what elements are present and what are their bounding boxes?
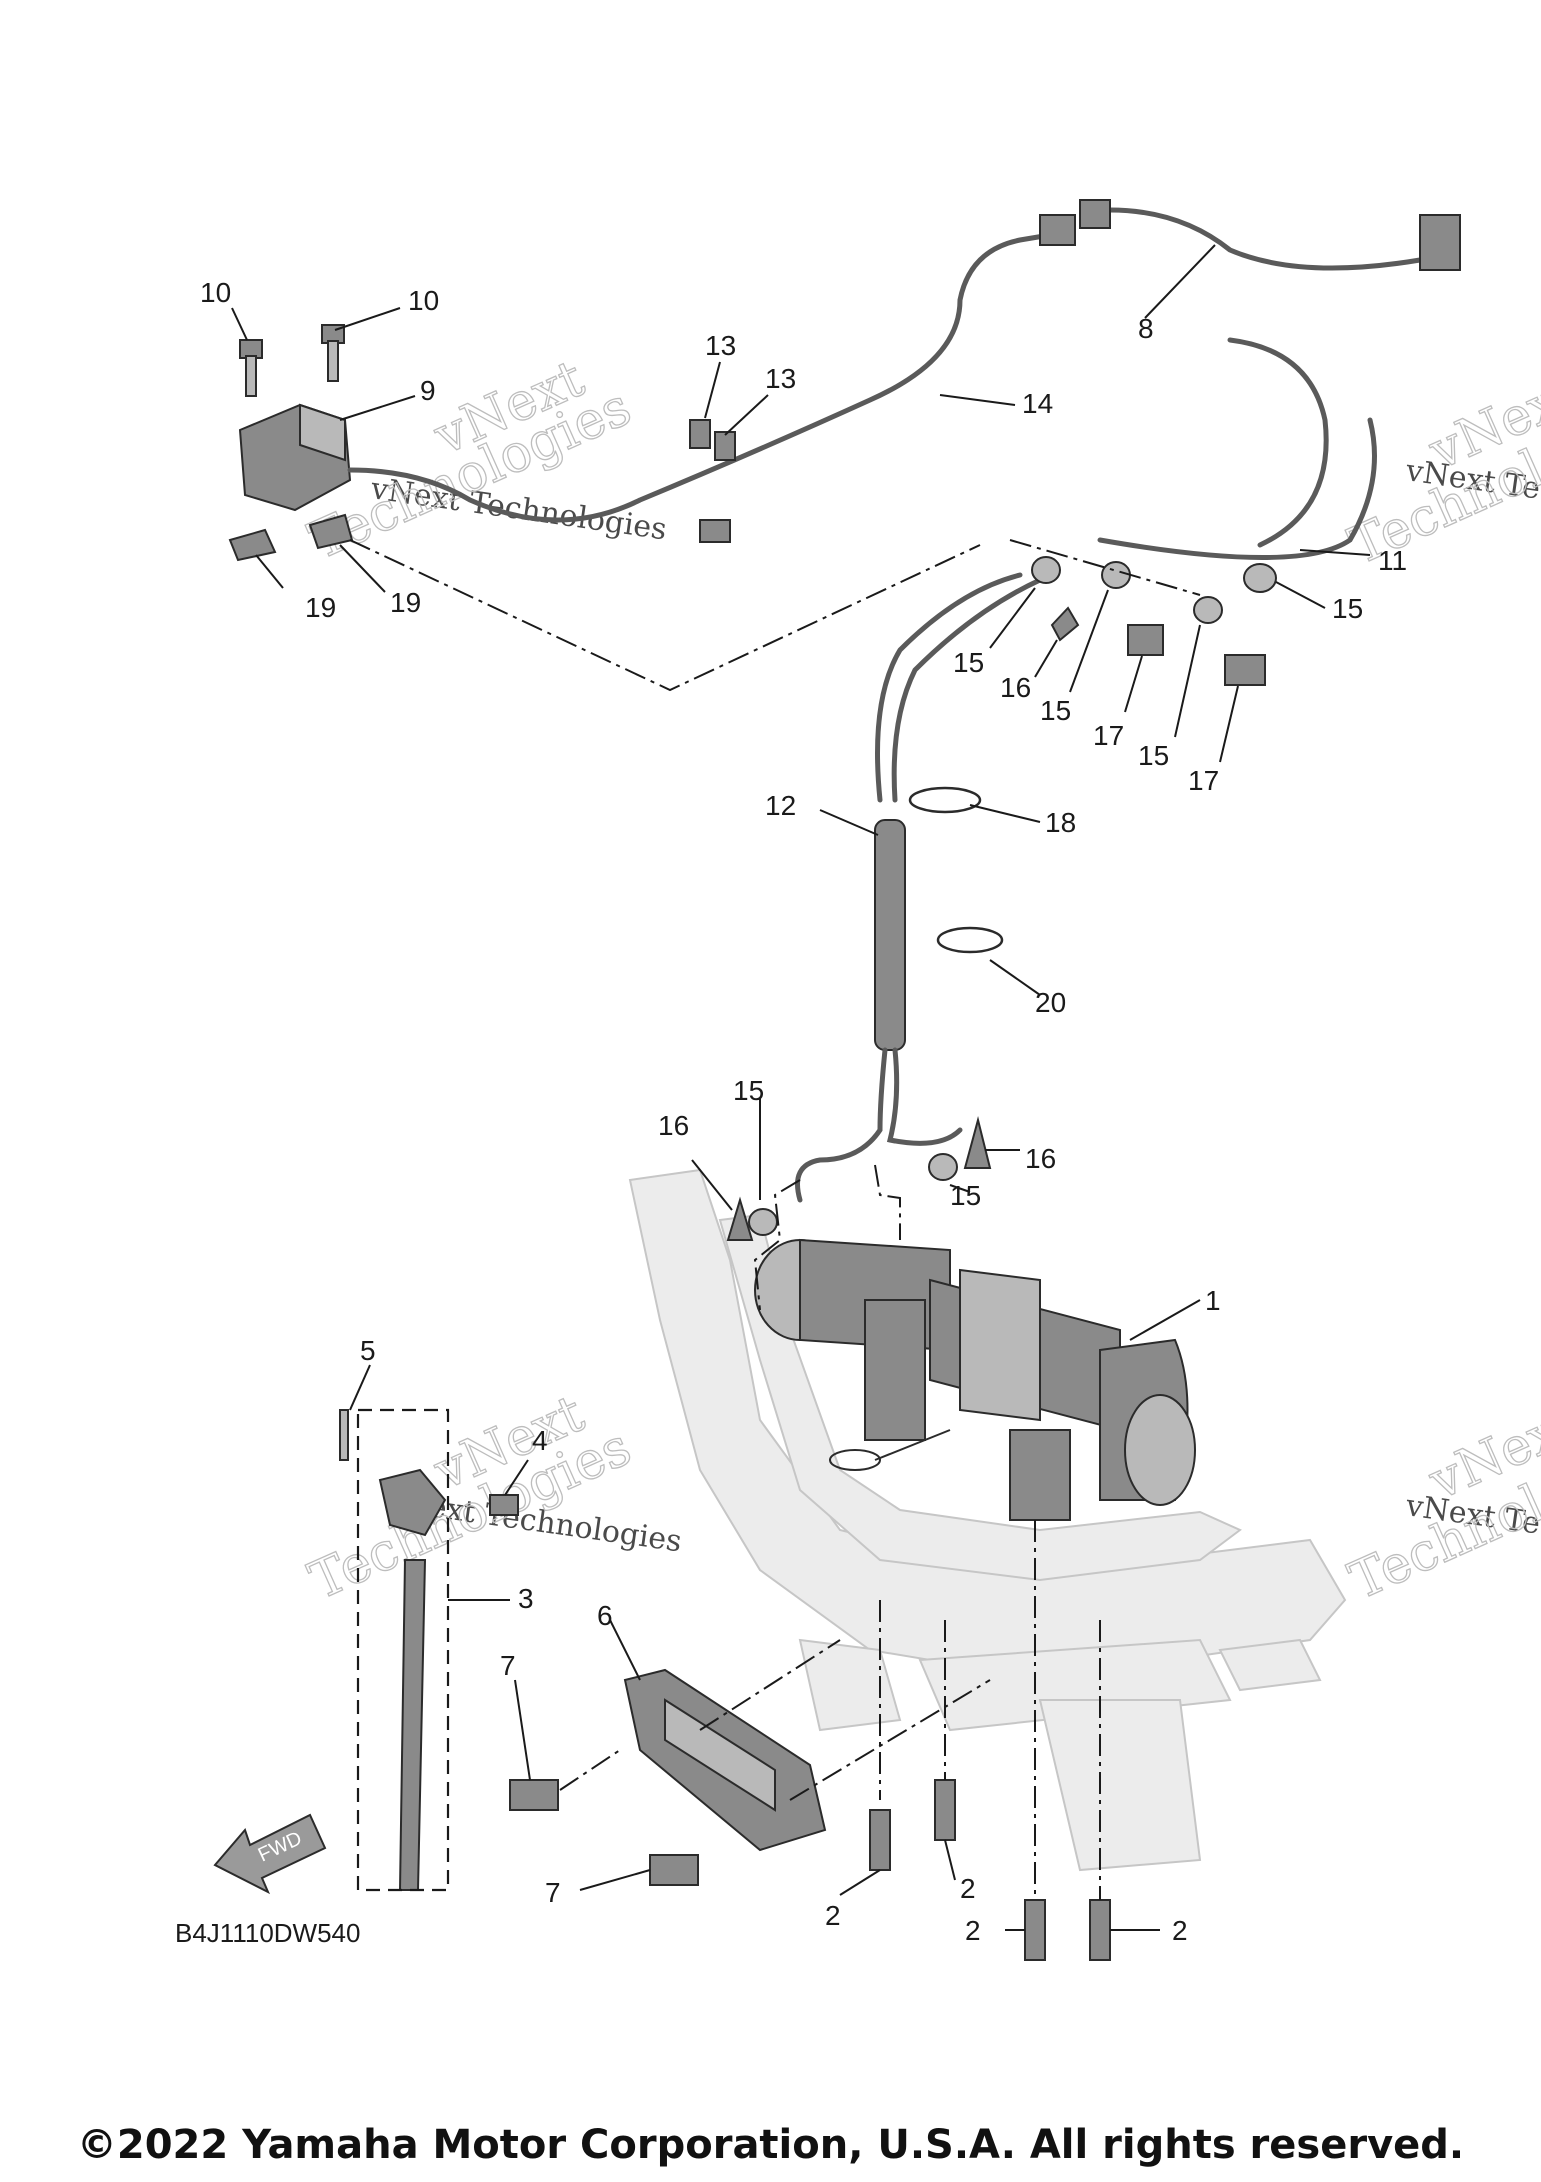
callout-15: 15 [950,1180,981,1211]
cable-tie [908,786,982,814]
clevis-pin [339,1409,349,1461]
callout-15: 15 [1040,695,1071,726]
terminal-cap [963,1116,992,1169]
diagram-code: B4J1110DW540 [175,1918,360,1948]
callout-13: 13 [765,363,796,394]
callout-2: 2 [965,1915,981,1946]
callout-9: 9 [420,375,436,406]
callout-6: 6 [597,1600,613,1631]
terminal-cap [1050,606,1080,642]
terminal-cap [726,1196,754,1241]
assembly-lines [349,539,1201,1900]
mounting-bolt [934,1779,956,1841]
callout-15: 15 [953,647,984,678]
callout-8: 8 [1138,313,1154,344]
callout-20: 20 [1035,987,1066,1018]
clevis-bolt [489,1494,519,1516]
callout-2: 2 [1172,1915,1188,1946]
callout-7: 7 [500,1650,516,1681]
terminal-nut [1243,563,1277,593]
callout-2: 2 [825,1900,841,1931]
relay-bolt-right [321,324,345,382]
relay-bracket-left [228,528,277,562]
terminal-nut [1193,596,1223,624]
roller-fairlead [623,1668,827,1852]
mounting-bolt [649,1854,699,1886]
mounting-bolt [1089,1899,1111,1961]
terminal-cover [1224,654,1266,686]
mounting-bolt [509,1779,559,1811]
winch-relay [238,403,352,512]
mounting-bolt [1024,1899,1046,1961]
callout-17: 17 [1188,765,1219,796]
callout-15: 15 [1332,593,1363,624]
callout-15: 15 [733,1075,764,1106]
callout-12: 12 [765,790,796,821]
callout-2: 2 [960,1873,976,1904]
hook-strap [356,1408,450,1892]
callout-labels: 10 10 9 13 13 14 8 11 15 15 16 15 17 15 … [200,277,1407,1946]
copyright-notice: ©2022 Yamaha Motor Corporation, U.S.A. A… [76,2122,1465,2168]
callout-5: 5 [360,1335,376,1366]
terminal-nut [1101,561,1131,589]
callout-4: 4 [532,1425,548,1456]
callout-19: 19 [305,592,336,623]
watermark-top-left: vNext vNext Technologies Technologies [300,348,669,573]
cable-clamp [936,926,1004,954]
terminal-nut [928,1153,958,1181]
fwd-arrow-icon: FWD [213,1813,327,1895]
watermark-top-right: vNext vNext Technologies Technologies [1340,363,1541,578]
terminal-nut [1031,556,1061,584]
wire-harness [347,199,1461,1203]
terminal-cover [1127,624,1164,656]
terminal-nut [748,1208,778,1236]
callout-11: 11 [1378,545,1407,576]
callout-17: 17 [1093,720,1124,751]
callout-16: 16 [1000,672,1031,703]
callout-14: 14 [1022,388,1053,419]
leader-lines [231,244,1371,1931]
callout-10: 10 [200,277,231,308]
callout-15: 15 [1138,740,1169,771]
callout-13: 13 [705,330,736,361]
relay-bolt-left [239,339,263,397]
front-bumper-frame [628,1168,1347,1872]
callout-18: 18 [1045,807,1076,838]
callout-19: 19 [390,587,421,618]
callout-10: 10 [408,285,439,316]
watermark-mid-right: vNext vNext Technologies Technologies [1340,1393,1541,1613]
callout-3: 3 [518,1583,534,1614]
callout-16: 16 [1025,1143,1056,1174]
callout-16: 16 [658,1110,689,1141]
mounting-bolt [869,1809,891,1871]
winch-assembly [754,1238,1196,1521]
callout-1: 1 [1205,1285,1221,1316]
callout-7: 7 [545,1877,561,1908]
